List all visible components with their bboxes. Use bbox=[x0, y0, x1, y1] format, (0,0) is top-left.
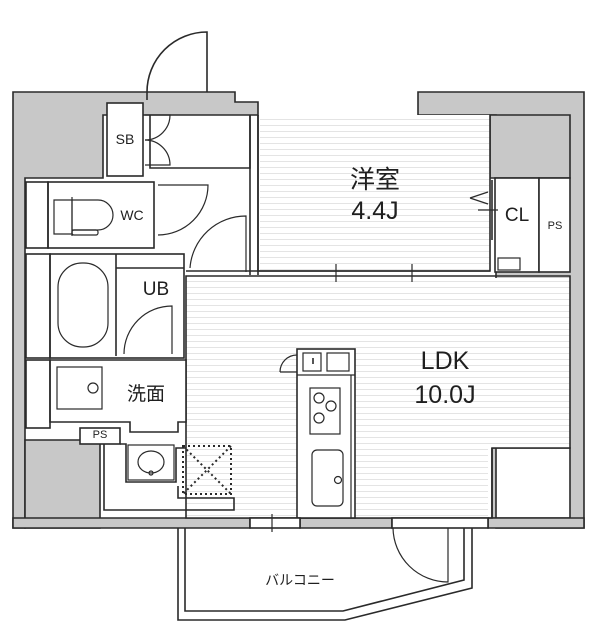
western-room-floor bbox=[260, 115, 490, 271]
pipe-space-left bbox=[79, 427, 121, 445]
balcony bbox=[177, 527, 473, 621]
unit-bath bbox=[49, 253, 185, 359]
washroom-label: 洗面 bbox=[126, 384, 165, 405]
toilet-room bbox=[47, 181, 155, 249]
closet-label: CL bbox=[504, 205, 530, 226]
shoe-box-label: SB bbox=[115, 131, 135, 147]
refrigerator-space bbox=[182, 445, 232, 495]
pipe-space-right bbox=[538, 177, 571, 273]
ldk-size: 10.0J bbox=[414, 381, 476, 409]
ldk-name: LDK bbox=[420, 347, 470, 375]
washroom bbox=[49, 359, 187, 433]
western-room-size: 4.4J bbox=[351, 197, 399, 225]
pipe-space-left-label: PS bbox=[92, 429, 108, 441]
shoe-box bbox=[106, 102, 144, 177]
toilet-label: WC bbox=[120, 207, 144, 223]
unit-bath-label: UB bbox=[142, 279, 170, 300]
pipe-space-right-label: PS bbox=[547, 220, 563, 232]
western-room-name: 洋室 bbox=[349, 166, 400, 194]
kitchen-counter bbox=[279, 348, 356, 519]
balcony-label: バルコニー bbox=[265, 572, 335, 588]
